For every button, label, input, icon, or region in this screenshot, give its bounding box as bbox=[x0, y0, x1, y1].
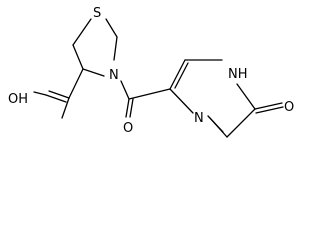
thiazolidine-ring bbox=[72, 18, 118, 77]
atom-ring-carbonyl-oxygen: O bbox=[284, 100, 294, 115]
bond-s-ch2-right bbox=[105, 18, 118, 38]
atom-sulfur: S bbox=[93, 6, 101, 21]
bond-c6-n1-inner bbox=[207, 115, 224, 133]
bond-c4-cooh bbox=[68, 68, 84, 99]
bond-carbonyl-o-b bbox=[129, 98, 134, 118]
bond-c4-c5 bbox=[72, 44, 84, 70]
bond-o-terminal bbox=[33, 91, 47, 96]
bond-c5-c6 bbox=[226, 108, 256, 138]
bond-nh-c5 bbox=[236, 83, 256, 110]
bond-carbonyl-ring bbox=[128, 88, 171, 100]
atom-thiazolidine-nitrogen: N bbox=[109, 68, 119, 83]
bond-cooh-double-o-a bbox=[48, 90, 70, 99]
bond-n-carbonyl bbox=[120, 80, 130, 100]
bond-c2-c3 bbox=[169, 59, 186, 90]
carboxylic-acid bbox=[33, 68, 84, 119]
bond-carbonyl-o-a bbox=[125, 98, 130, 118]
bond-n-c4 bbox=[82, 68, 105, 77]
bond-cooh-double-o-b bbox=[45, 94, 67, 103]
pyrazinone-ring bbox=[169, 59, 284, 138]
bond-ch2-n bbox=[113, 36, 118, 61]
bond-c2-c3-inner bbox=[174, 62, 189, 89]
atom-pyrazinone-nh: NH bbox=[228, 67, 248, 82]
atom-pyrazine-nitrogen: N bbox=[194, 111, 204, 126]
atom-amide-oxygen: O bbox=[123, 121, 133, 136]
amide-linker bbox=[120, 80, 171, 118]
bond-c5-o-b bbox=[255, 106, 284, 114]
bond-c5-o-a bbox=[254, 102, 283, 110]
bond-n1-c2 bbox=[169, 88, 194, 114]
bond-cooh-oh bbox=[61, 97, 70, 119]
atom-hydroxyl: OH bbox=[8, 92, 28, 107]
bond-c5-s bbox=[72, 18, 92, 46]
chemical-structure: S N NH N O O OH bbox=[8, 6, 294, 138]
